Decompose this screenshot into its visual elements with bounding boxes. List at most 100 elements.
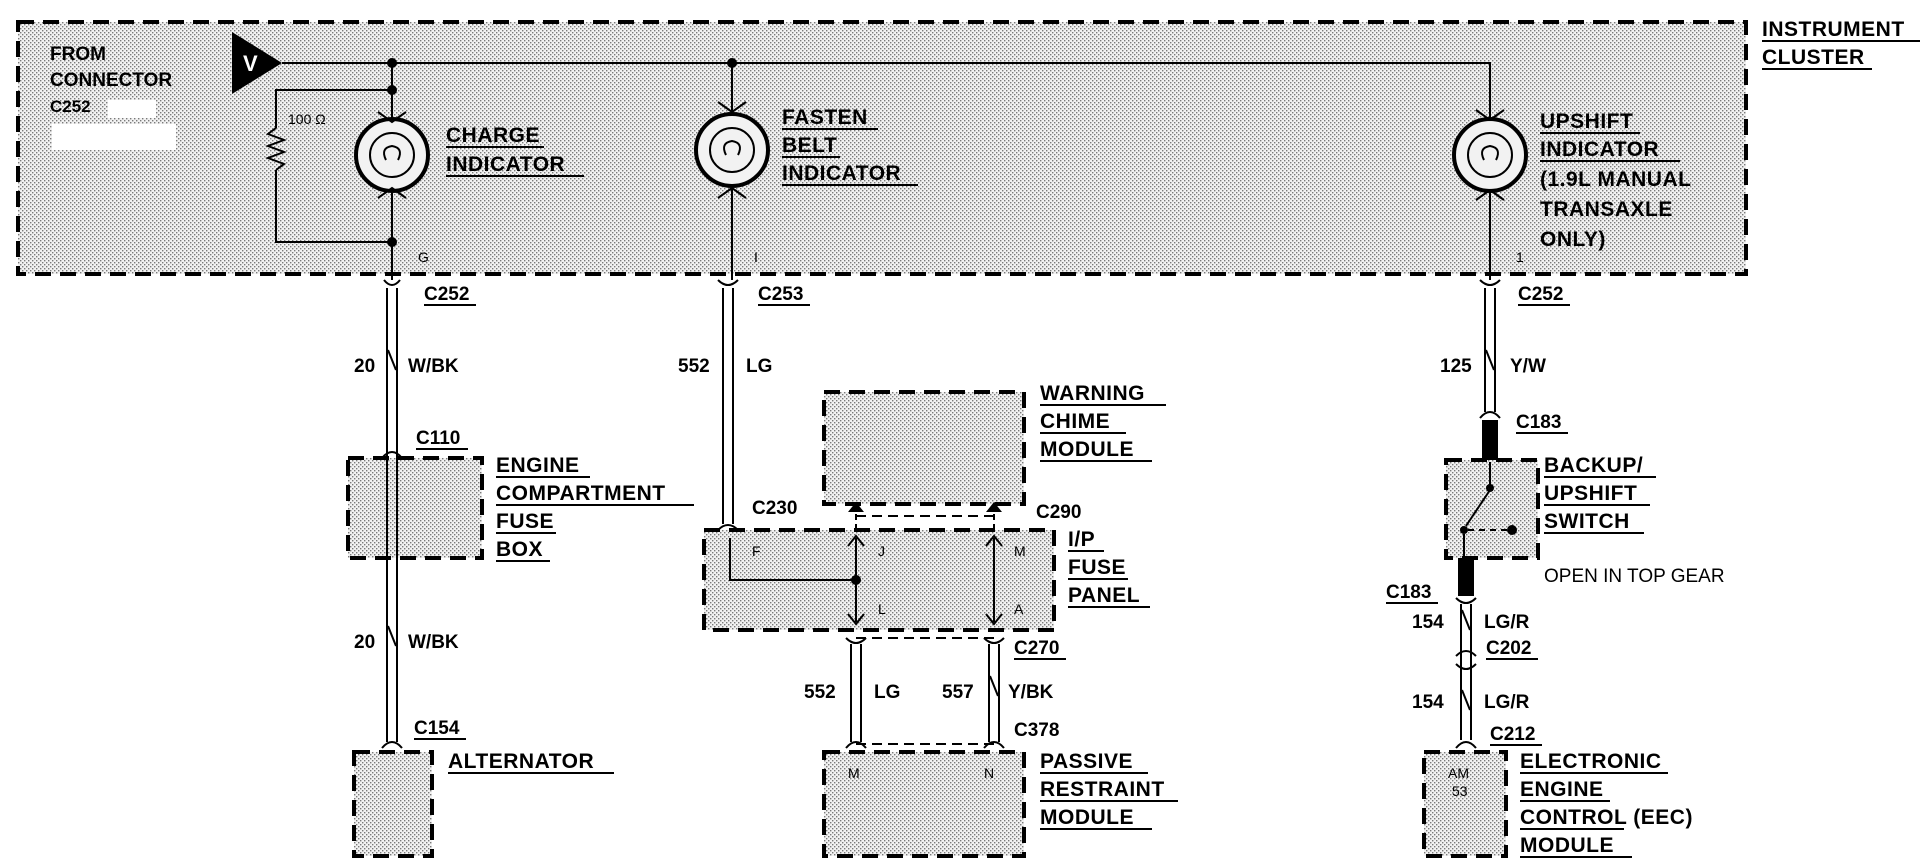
wire-552-lower-number: 552 [804,682,836,703]
ip-fuse-label: FUSE [1068,556,1126,579]
connector-c202: C202 [1486,638,1531,659]
connector-c154: C154 [414,718,460,739]
fuse-box-label: ENGINE [496,454,580,477]
switch-pivot [1460,526,1468,534]
switch-pivot [1486,484,1494,492]
passive-label: PASSIVE [1040,750,1133,773]
pin-label-i: I [754,249,758,265]
eec-label: ELECTRONIC [1520,750,1662,773]
backup-switch-label: SWITCH [1544,510,1630,533]
pin-label-1: 1 [1516,249,1524,265]
connector-arrow [986,502,1002,512]
connector-c183-top-symbol [1479,411,1501,419]
connector-c252-left-symbol [383,279,401,286]
upshift-indicator-label: ONLY) [1540,228,1606,251]
ip-pin-a: A [1014,601,1024,617]
wire-552-number: 552 [678,356,710,377]
connector-c202-symbol [1455,650,1477,657]
resistor-wire [275,89,392,128]
ip-fuse-label: PANEL [1068,584,1140,607]
from-connector-label: FROM [50,44,106,65]
connector-c253: C253 [758,284,803,305]
wire-twist [387,349,397,371]
fasten-belt-label: INDICATOR [782,162,901,185]
ip-pin-f: F [752,543,761,559]
backup-upshift-switch [1444,458,1540,560]
connector-c212-symbol [1455,741,1477,749]
redaction-block [108,100,156,118]
open-in-top-gear-note: OPEN IN TOP GEAR [1544,566,1725,587]
passive-pin-m: M [848,765,860,781]
bus-splice [387,58,397,68]
backup-switch-label: BACKUP/ [1544,454,1643,477]
connector-c252-right-symbol [1479,279,1501,286]
wire-twist [1485,349,1495,371]
wire-557-color: Y/BK [1008,682,1054,703]
alternator-label: ALTERNATOR [448,750,594,773]
ip-fuse-internal [729,538,856,581]
chime-label: WARNING [1040,382,1145,405]
wire-557-number: 557 [942,682,974,703]
fasten-belt-label: BELT [782,134,837,157]
wire-154-lower-number: 154 [1412,692,1444,713]
harness-segment [1482,420,1498,462]
connector-c270: C270 [1014,638,1059,659]
eec-label: CONTROL (EEC) [1520,806,1693,829]
eec-pin-am: AM [1448,765,1469,781]
charge-indicator-lamp [354,111,430,199]
connector-c378-symbol [845,741,867,749]
upshift-indicator-label: INDICATOR [1540,138,1659,161]
eec-label: ENGINE [1520,778,1604,801]
connector-c253-symbol [717,279,739,286]
connector-arrow [848,502,864,512]
wire-154-color: LG/R [1484,612,1530,633]
resistor-symbol [265,127,287,171]
ip-pin-j: J [878,543,885,559]
passive-pin-n: N [984,765,994,781]
connector-c252-left: C252 [424,284,469,305]
wire-154-number: 154 [1412,612,1444,633]
wire-20-color: W/BK [408,356,459,377]
upshift-indicator-label: TRANSAXLE [1540,198,1673,221]
fasten-belt-label: FASTEN [782,106,868,129]
wire-154-lower-color: LG/R [1484,692,1530,713]
wire-125-number: 125 [1440,356,1472,377]
splice-dot [851,575,861,585]
bus-splice [727,58,737,68]
passive-label: MODULE [1040,806,1134,829]
wire-twist [387,625,397,647]
backup-switch-label: UPSHIFT [1544,482,1637,505]
fuse-box-label: BOX [496,538,543,561]
chime-label: CHIME [1040,410,1110,433]
wire-twist [989,675,999,697]
resistor-wire [275,170,392,243]
power-source-triangle [232,32,282,94]
alternator-box [352,750,434,858]
resistor-label: 100 Ω [288,111,326,127]
pin-arrow [847,534,865,547]
wire-552-lower-color: LG [874,682,900,703]
fuse-box-label: COMPARTMENT [496,482,666,505]
connector-c378: C378 [1014,720,1059,741]
connector-c110: C110 [416,428,460,449]
eec-label: MODULE [1520,834,1614,857]
connector-c183-bottom: C183 [1386,582,1431,603]
pin-arrow [985,534,1003,547]
eec-pin-53: 53 [1452,783,1468,799]
switch-contact-point [1507,525,1517,535]
from-connector-label: C252 [50,97,91,116]
charge-indicator-label: INDICATOR [446,153,565,176]
connector-c230: C230 [752,498,797,519]
upshift-indicator-label: (1.9L MANUAL [1540,168,1691,191]
from-connector-label: CONNECTOR [50,70,172,91]
warning-chime-module [822,390,1026,506]
chime-label: MODULE [1040,438,1134,461]
passive-restraint-module [822,750,1026,858]
redaction-block [52,124,176,150]
eec-module [1422,750,1508,858]
fuse-box-label: FUSE [496,510,554,533]
ip-fuse-label: I/P [1068,528,1095,551]
connector-c154-symbol [381,741,403,749]
power-source-symbol: V [243,51,258,76]
